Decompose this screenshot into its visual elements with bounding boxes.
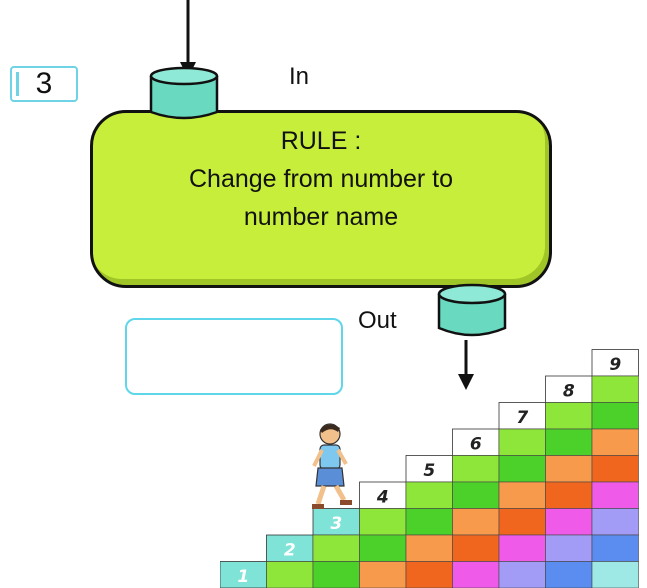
- stair-block: [312, 561, 360, 588]
- output-answer-box[interactable]: [125, 318, 343, 395]
- stair-block: [545, 561, 593, 588]
- output-hopper-icon: [437, 283, 507, 337]
- stair-block: [452, 534, 500, 562]
- rule-title: RULE :: [280, 127, 362, 155]
- step-label-cell: [591, 349, 639, 377]
- stair-block: [591, 561, 639, 588]
- step-number-label: 8: [563, 382, 575, 402]
- step-number-label: 2: [284, 541, 296, 561]
- in-label: In: [289, 63, 310, 90]
- step-number-label: 3: [330, 514, 342, 534]
- input-value-box: 3: [10, 66, 78, 102]
- stair-block: [405, 561, 453, 588]
- stair-block: [498, 428, 546, 456]
- stair-block: [545, 481, 593, 509]
- stair-block: [545, 455, 593, 483]
- stair-block: [545, 428, 593, 456]
- stair-block: [498, 508, 546, 536]
- stair-block: [591, 455, 639, 483]
- stair-block: [591, 508, 639, 536]
- rule-line-1: Change from number to: [188, 165, 454, 193]
- input-hopper-icon: [149, 66, 219, 120]
- stair-block: [359, 534, 407, 562]
- step-number-label: 9: [609, 355, 621, 375]
- step-number-label: 5: [423, 461, 435, 481]
- stair-block: [405, 508, 453, 536]
- rule-line-2: number name: [243, 203, 399, 231]
- stair-block: [359, 561, 407, 588]
- step-label-cell: [266, 534, 314, 562]
- rule-text: RULE : Change from number to number name: [90, 122, 552, 236]
- stair-block: [452, 561, 500, 588]
- boy-climbing-illustration: [312, 423, 352, 509]
- out-label: Out: [358, 307, 397, 334]
- stair-block: [545, 402, 593, 430]
- out-arrow: [458, 340, 474, 390]
- stair-block: [312, 534, 360, 562]
- stair-block: [452, 455, 500, 483]
- step-number-label: 6: [470, 435, 482, 455]
- stair-block: [405, 534, 453, 562]
- stair-block: [591, 481, 639, 509]
- stair-block: [591, 402, 639, 430]
- stair-block: [545, 534, 593, 562]
- stair-block: [498, 481, 546, 509]
- stair-block: [452, 481, 500, 509]
- stair-block: [498, 455, 546, 483]
- stair-block: [591, 428, 639, 456]
- stair-block: [266, 561, 314, 588]
- step-label-cell: [498, 402, 546, 430]
- rule-machine: [90, 110, 552, 288]
- stair-block: [498, 561, 546, 588]
- stair-block: [405, 481, 453, 509]
- stair-block: [591, 534, 639, 562]
- stair-block: [591, 375, 639, 403]
- step-label-cell: [220, 561, 267, 588]
- stair-block: [545, 508, 593, 536]
- stair-block: [452, 508, 500, 536]
- step-number-label: 4: [376, 488, 389, 508]
- step-number-label: 7: [516, 408, 528, 428]
- number-staircase: 1 2 3 4 5 6 7 8 9: [220, 349, 639, 588]
- stair-block: [359, 508, 407, 536]
- stair-block: [498, 534, 546, 562]
- step-number-label: 1: [237, 567, 249, 587]
- step-label-cell: [359, 481, 407, 509]
